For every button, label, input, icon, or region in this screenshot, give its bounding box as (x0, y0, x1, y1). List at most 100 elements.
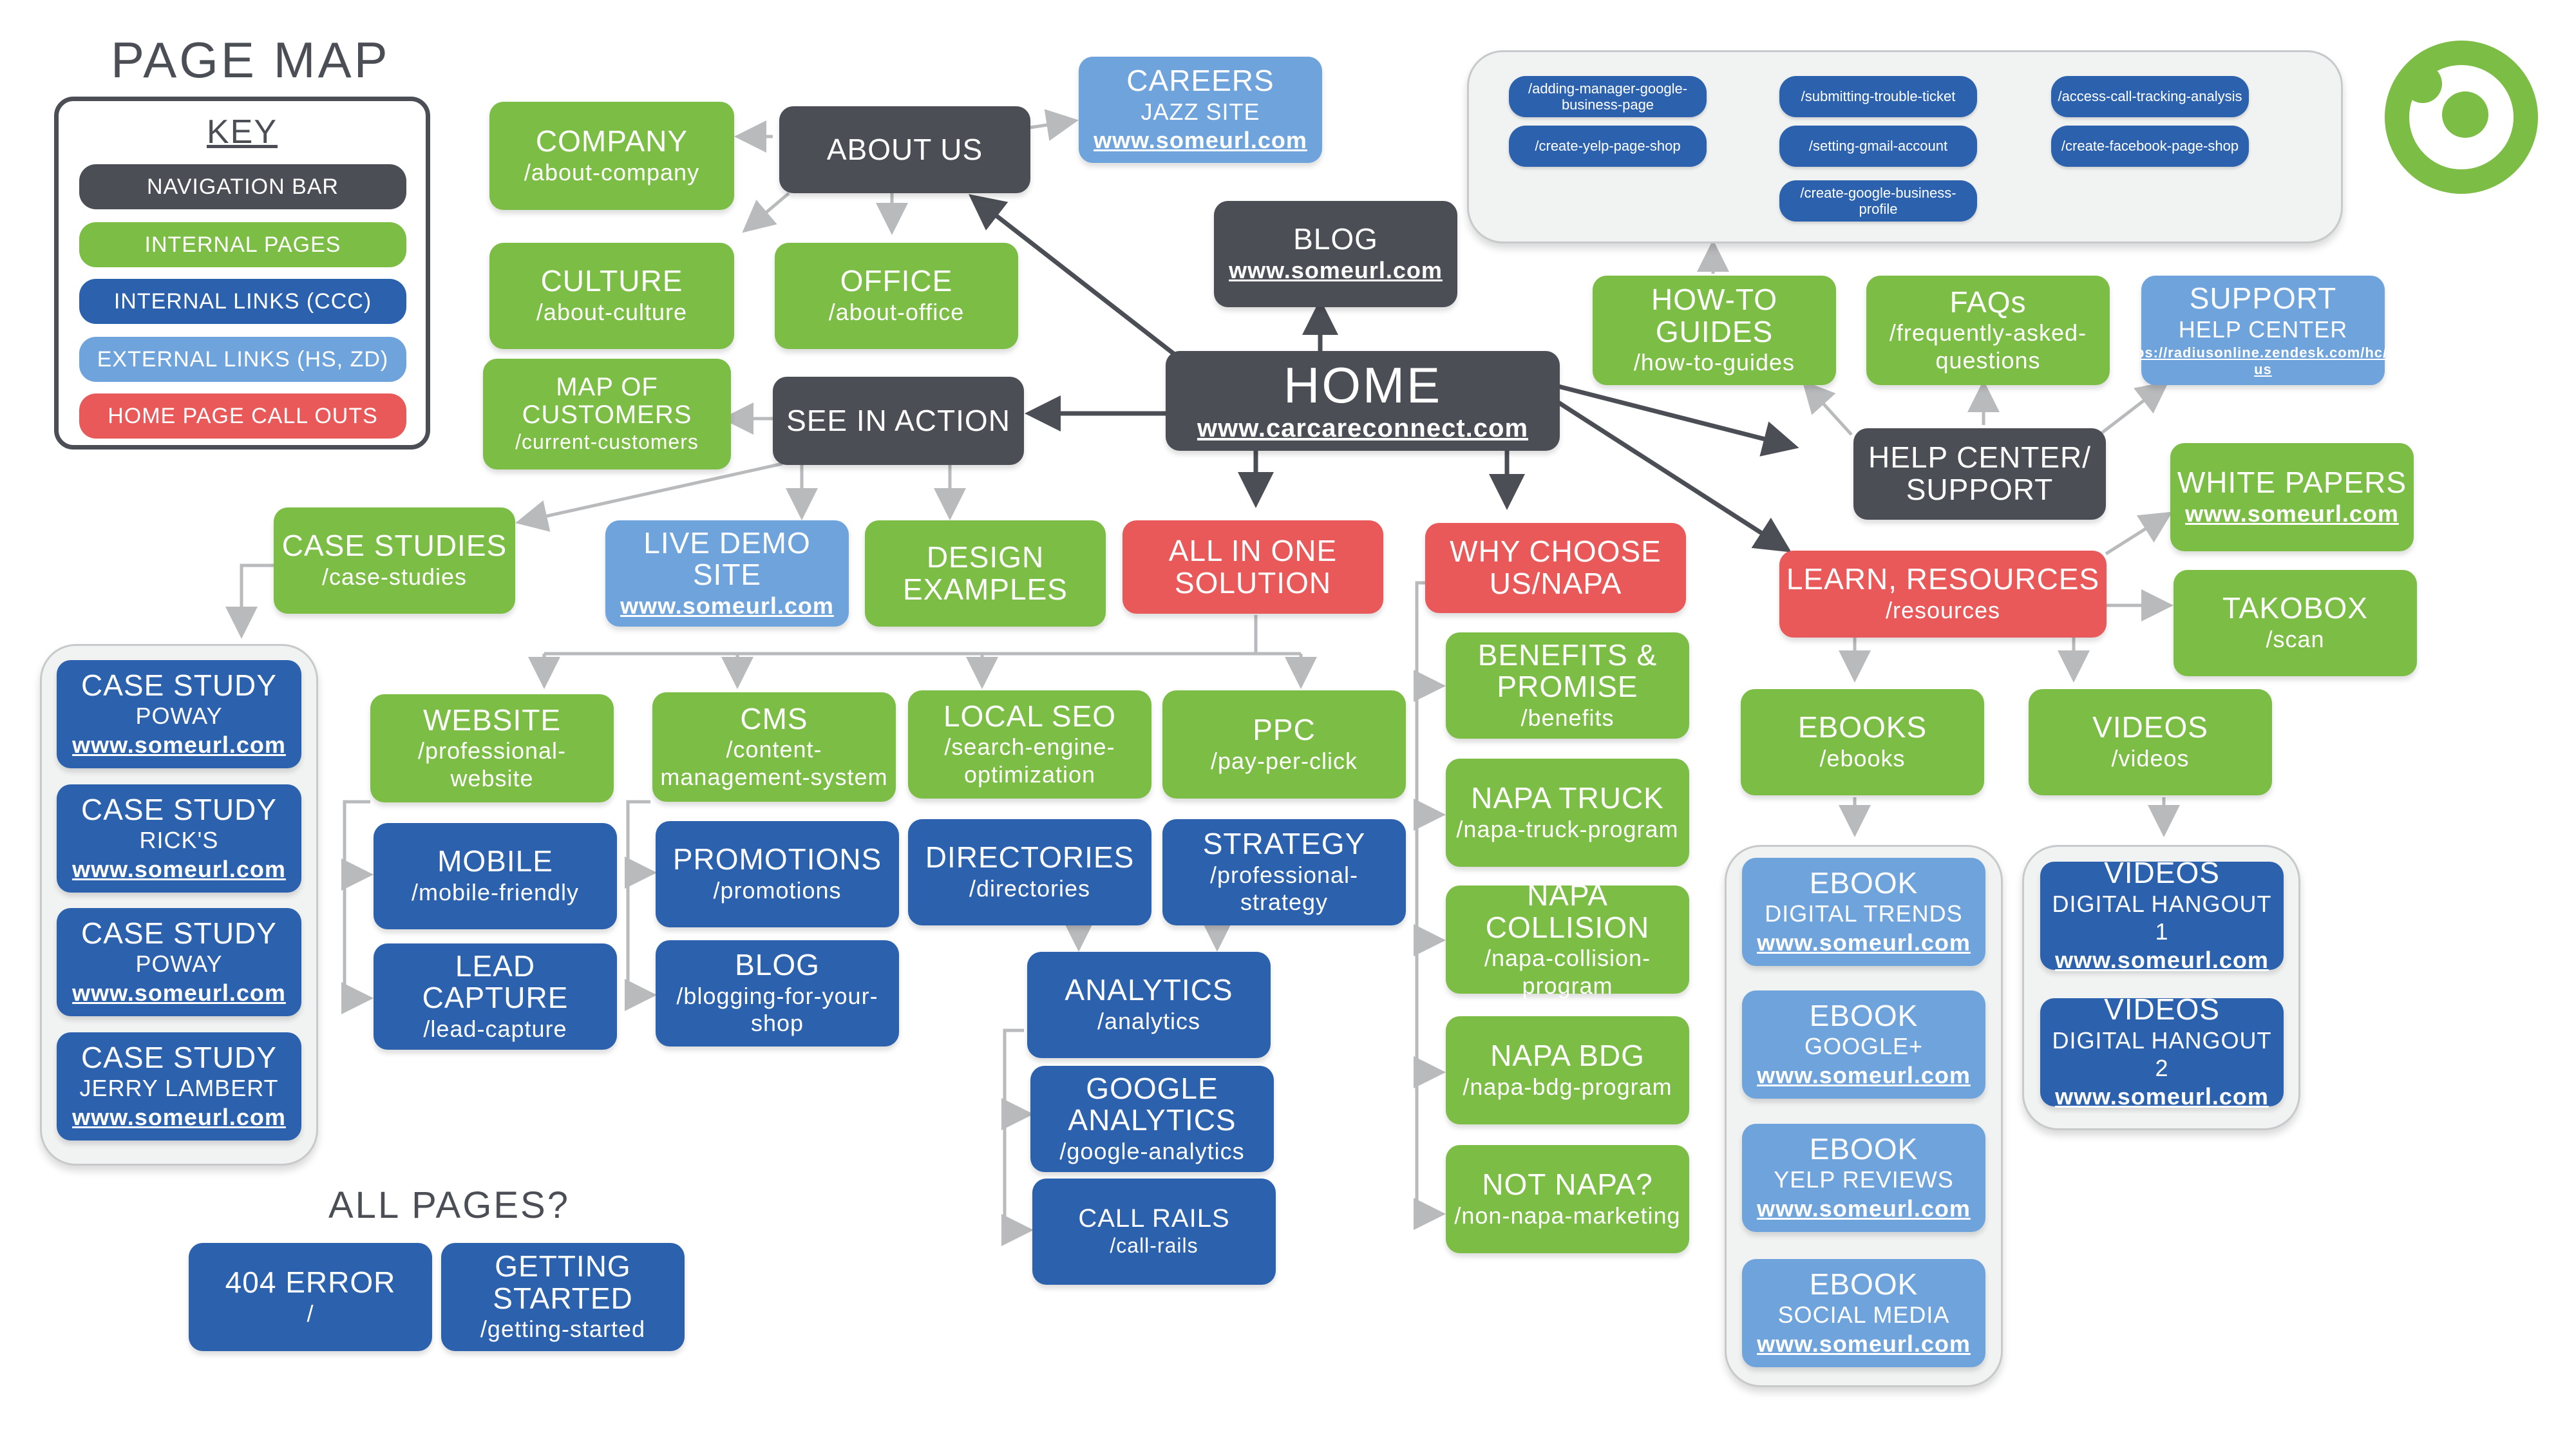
case-studies-node[interactable]: CASE STUDIES/case-studies (274, 507, 515, 614)
node-title: EBOOKS (1797, 710, 1927, 744)
node-title: COMPANY (535, 124, 688, 158)
node-title: NOT NAPA? (1482, 1167, 1653, 1201)
all-in-one-node[interactable]: ALL IN ONE SOLUTION (1122, 520, 1383, 614)
getting-started-node[interactable]: GETTING STARTED/getting-started (441, 1243, 685, 1351)
guide-link[interactable]: /create-facebook-page-shop (2051, 126, 2249, 167)
node-subtitle: POWAY (135, 951, 223, 978)
node-title: BLOG (735, 948, 820, 982)
guide-link[interactable]: /setting-gmail-account (1779, 126, 1977, 167)
strategy-node[interactable]: STRATEGY/professional-strategy (1162, 819, 1406, 925)
guide-link[interactable]: /create-yelp-page-shop (1509, 126, 1707, 167)
node-url[interactable]: www.someurl.com (72, 979, 286, 1006)
node-path: /how-to-guides (1633, 349, 1795, 376)
node-url[interactable]: www.someurl.com (1229, 257, 1443, 284)
company-node[interactable]: COMPANY/about-company (489, 102, 734, 210)
node-subtitle: POWAY (135, 703, 223, 730)
node-path: /videos (2111, 745, 2190, 772)
call-rails-node[interactable]: CALL RAILS/call-rails (1032, 1179, 1276, 1285)
node-title: LIVE DEMO SITE (643, 526, 811, 592)
node-url[interactable]: www.someurl.com (2185, 500, 2399, 527)
help-center-node[interactable]: HELP CENTER/ SUPPORT (1853, 428, 2106, 520)
node-path: /napa-bdg-program (1463, 1073, 1672, 1100)
cms-node[interactable]: CMS/content-management-system (652, 692, 896, 802)
node-url[interactable]: www.someurl.com (620, 592, 834, 619)
website-node[interactable]: WEBSITE/professional-website (370, 694, 614, 802)
learn-resources-node[interactable]: LEARN, RESOURCES/resources (1779, 551, 2107, 638)
promotions-node[interactable]: PROMOTIONS/promotions (656, 821, 899, 927)
node-title: NAPA COLLISION (1485, 878, 1650, 944)
google-analytics-node[interactable]: GOOGLE ANALYTICS/google-analytics (1030, 1066, 1274, 1172)
node-url[interactable]: www.carcareconnect.com (1197, 414, 1529, 443)
key-title: KEY (206, 113, 278, 151)
analytics-node[interactable]: ANALYTICS/analytics (1027, 952, 1271, 1058)
guide-link[interactable]: /access-call-tracking-analysis (2051, 76, 2249, 117)
office-node[interactable]: OFFICE/about-office (775, 243, 1018, 349)
videos-node[interactable]: VIDEOS/videos (2029, 689, 2272, 795)
node-title: CAREERS (1126, 64, 1274, 98)
node-path: /scan (2266, 626, 2325, 653)
ppc-node[interactable]: PPC/pay-per-click (1162, 690, 1406, 799)
mobile-node[interactable]: MOBILE/mobile-friendly (374, 823, 617, 929)
ebooks-node[interactable]: EBOOKS/ebooks (1741, 689, 1984, 795)
node-url[interactable]: www.someurl.com (72, 855, 286, 882)
takobox-node[interactable]: TAKOBOX/scan (2174, 570, 2417, 676)
see-in-action-node[interactable]: SEE IN ACTION (773, 377, 1024, 465)
faqs-node[interactable]: FAQs/frequently-asked-questions (1866, 276, 2110, 385)
benefits-node[interactable]: BENEFITS & PROMISE/benefits (1446, 632, 1689, 739)
why-choose-node[interactable]: WHY CHOOSE US/NAPA (1425, 523, 1686, 613)
node-subtitle: GOOGLE+ (1804, 1033, 1924, 1060)
lead-capture-node[interactable]: LEAD CAPTURE/lead-capture (374, 943, 617, 1050)
napa-truck-node[interactable]: NAPA TRUCK/napa-truck-program (1446, 759, 1689, 867)
node-path: /professional-website (417, 737, 567, 791)
node-url[interactable]: www.someurl.com (72, 1103, 286, 1130)
blog-shop-node[interactable]: BLOG/blogging-for-your-shop (656, 940, 899, 1046)
node-subtitle: SOCIAL MEDIA (1777, 1302, 1950, 1329)
node-url[interactable]: www.someurl.com (2055, 947, 2269, 974)
404-error-node[interactable]: 404 ERROR/ (189, 1243, 432, 1351)
node-url[interactable]: www.someurl.com (2055, 1083, 2269, 1110)
node-url[interactable]: www.someurl.com (1757, 1061, 1971, 1088)
node-url[interactable]: https://radiusonline.zendesk.com/hc/en-u… (2115, 345, 2411, 378)
napa-bdg-node[interactable]: NAPA BDG/napa-bdg-program (1446, 1016, 1689, 1124)
design-examples-node[interactable]: DESIGN EXAMPLES (865, 520, 1106, 627)
key-item-internal-links: INTERNAL LINKS (CCC) (79, 279, 406, 324)
node-url[interactable]: www.someurl.com (1757, 929, 1971, 956)
about-us-node[interactable]: ABOUT US (779, 106, 1030, 193)
node-title: HELP CENTER/ SUPPORT (1868, 440, 2092, 506)
local-seo-node[interactable]: LOCAL SEO/search-engine-optimization (908, 690, 1151, 799)
node-path: /napa-truck-program (1456, 815, 1679, 842)
guide-link[interactable]: /adding-manager-google-business-page (1509, 76, 1707, 117)
node-url[interactable]: www.someurl.com (72, 731, 286, 758)
directories-node[interactable]: DIRECTORIES/directories (908, 819, 1151, 925)
map-of-customers-node[interactable]: MAP OF CUSTOMERS/current-customers (483, 359, 731, 469)
not-napa-node[interactable]: NOT NAPA?/non-napa-marketing (1446, 1145, 1689, 1253)
node-title: LEARN, RESOURCES (1786, 562, 2100, 596)
how-to-guides-node[interactable]: HOW-TO GUIDES/how-to-guides (1593, 276, 1836, 385)
node-title: CMS (740, 701, 808, 735)
culture-node[interactable]: CULTURE/about-culture (489, 243, 734, 349)
napa-collision-node[interactable]: NAPA COLLISION/napa-collision-program (1446, 879, 1689, 999)
node-url[interactable]: www.someurl.com (1094, 127, 1307, 154)
node-url[interactable]: www.someurl.com (1757, 1195, 1971, 1222)
key-item-internal-pages: INTERNAL PAGES (79, 222, 406, 267)
guide-link[interactable]: /submitting-trouble-ticket (1779, 76, 1977, 117)
guide-link[interactable]: /create-google-business-profile (1779, 180, 1977, 222)
node-title: EBOOK (1809, 998, 1918, 1032)
node-url[interactable]: www.someurl.com (1757, 1330, 1971, 1357)
